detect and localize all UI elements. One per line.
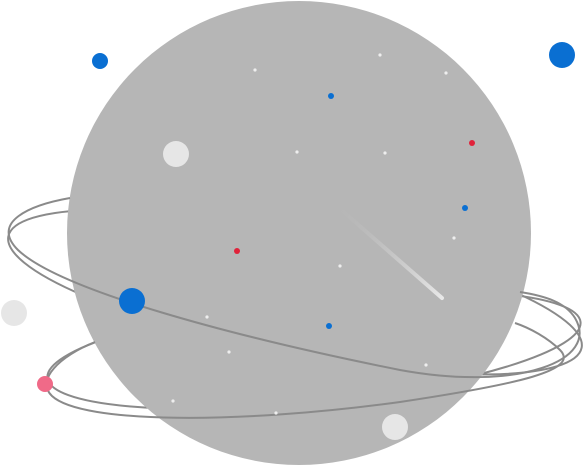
star-dot — [295, 150, 299, 154]
blue-dot — [328, 93, 334, 99]
red-dot — [234, 248, 240, 254]
light-circle — [382, 414, 408, 440]
star-dot — [205, 315, 209, 319]
blue-dot — [119, 288, 145, 314]
orbit-ring-outer-front — [7, 197, 581, 379]
star-dot — [227, 350, 231, 354]
star-dot — [378, 53, 382, 57]
blue-dot — [462, 205, 468, 211]
star-dot — [444, 71, 448, 75]
star-dot — [253, 68, 257, 72]
star-dot — [171, 399, 175, 403]
blue-dot — [326, 323, 332, 329]
blue-dot — [549, 42, 575, 68]
star-dot — [274, 411, 278, 415]
star-dot — [383, 151, 387, 155]
light-circle — [163, 141, 189, 167]
star-dots — [171, 53, 456, 415]
planet-body — [67, 1, 531, 465]
meteor-streak — [328, 198, 444, 300]
star-dot — [338, 264, 342, 268]
red-dot — [469, 140, 475, 146]
light-circle — [1, 300, 27, 326]
blue-dot — [92, 53, 108, 69]
star-dot — [452, 236, 456, 240]
star-dot — [424, 363, 428, 367]
pink-dot — [37, 376, 53, 392]
